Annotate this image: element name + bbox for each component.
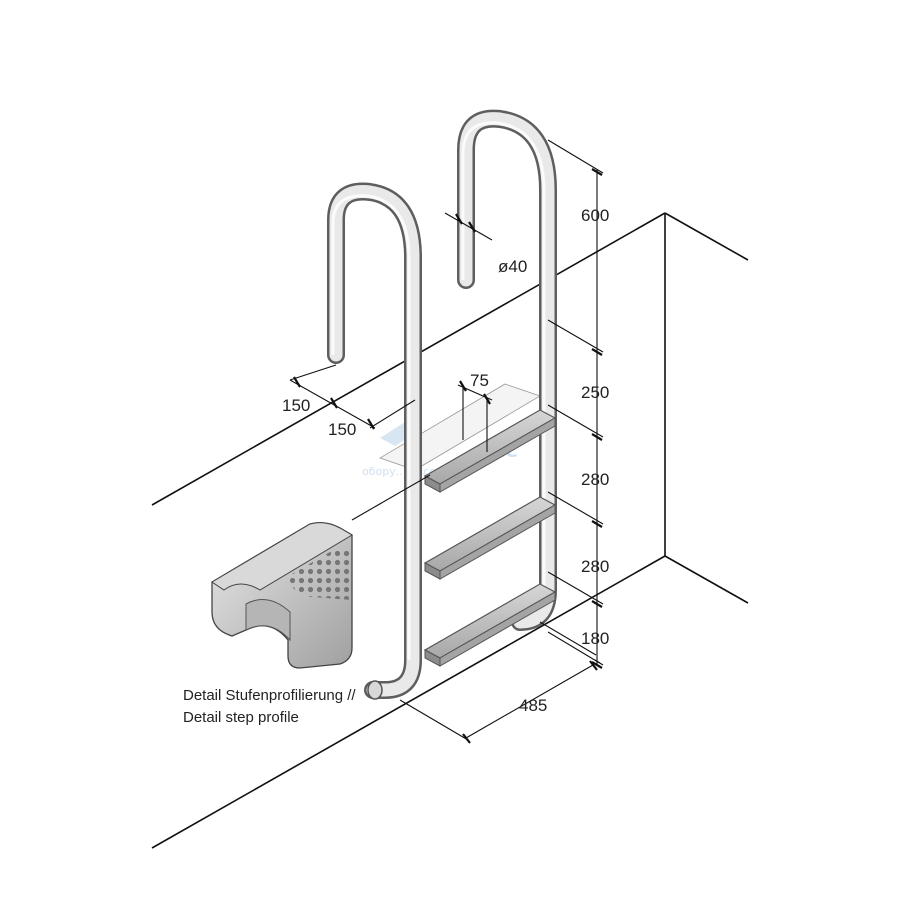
dim-label-150-a: 150 [282,396,310,415]
left-handrail [327,182,422,700]
vertical-dimension-chain [547,139,604,669]
step-middle [423,496,557,580]
dim-label-diameter: ø40 [498,257,527,276]
dim-label-150-b: 150 [328,420,356,439]
step-depth-dimension [457,380,493,452]
ladder-steps [423,409,557,667]
diameter-dimension [444,212,493,241]
step-profile-detail [211,522,353,669]
step-bottom [423,583,557,667]
dim-label-180: 180 [581,629,609,648]
dim-label-280-a: 280 [581,470,609,489]
dim-label-485: 485 [519,696,547,715]
dim-label-280-b: 280 [581,557,609,576]
dim-label-600: 600 [581,206,609,225]
detail-leader-line [351,474,431,521]
right-handrail [457,109,557,631]
step-top [423,409,557,493]
dim-label-250: 250 [581,383,609,402]
offset-dimensions [289,364,416,430]
detail-caption-line-1: Detail Stufenprofilierung // [183,687,356,704]
detail-caption-line-2: Detail step profile [183,709,299,726]
dim-label-75: 75 [470,371,489,390]
width-dimension [399,621,601,744]
pool-wall-lines [151,212,749,849]
